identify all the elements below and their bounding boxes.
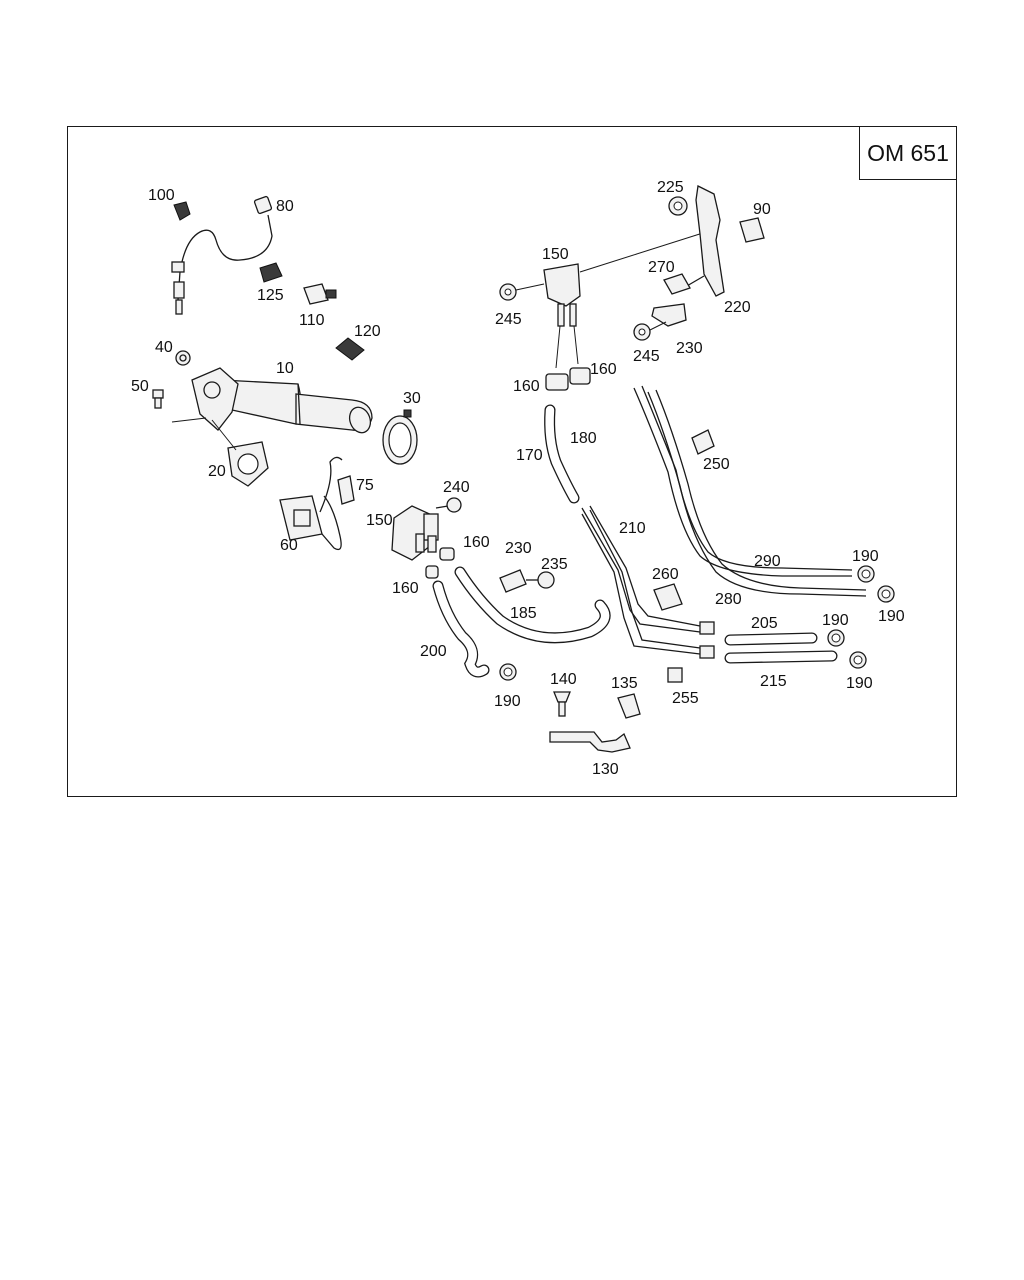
seal-ring-30 (382, 409, 418, 465)
label-190-bottom: 190 (494, 693, 521, 710)
hose-205 (724, 632, 818, 646)
nut-245-right (633, 321, 667, 341)
label-150-lower: 150 (366, 512, 393, 529)
label-50: 50 (131, 378, 149, 395)
label-225: 225 (657, 179, 684, 196)
label-190-c: 190 (822, 612, 849, 629)
hose-200 (432, 580, 490, 678)
label-160-upper-left: 160 (513, 378, 540, 395)
label-250: 250 (703, 456, 730, 473)
pipe-280-290 (633, 385, 867, 597)
label-200: 200 (420, 643, 447, 660)
label-190-a: 190 (852, 548, 879, 565)
label-235: 235 (541, 556, 568, 573)
hose-170-180 (544, 404, 580, 504)
label-100: 100 (148, 187, 175, 204)
label-135: 135 (611, 675, 638, 692)
label-90: 90 (753, 201, 771, 218)
label-205: 205 (751, 615, 778, 632)
label-245-right: 245 (633, 348, 660, 365)
label-10: 10 (276, 360, 294, 377)
bolt-140 (553, 691, 571, 717)
nut-40 (175, 350, 191, 366)
clip-125 (259, 262, 283, 283)
label-190-b: 190 (878, 608, 905, 625)
label-80: 80 (276, 198, 294, 215)
clamp-190-b (877, 585, 895, 603)
clip-270 (663, 273, 691, 295)
pipe-210 (581, 505, 715, 659)
clip-160-upper (545, 325, 591, 391)
clamp-190-c (827, 629, 845, 647)
label-270: 270 (648, 259, 675, 276)
bracket-230-upper (651, 303, 687, 327)
label-280: 280 (715, 591, 742, 608)
sensor-135 (617, 693, 641, 719)
label-30: 30 (403, 390, 421, 407)
label-220: 220 (724, 299, 751, 316)
label-230-upper: 230 (676, 340, 703, 357)
clip-90 (739, 217, 765, 243)
bolt-240 (435, 497, 462, 513)
label-75: 75 (356, 477, 374, 494)
clamp-190-e (499, 663, 517, 681)
label-245-upper: 245 (495, 311, 522, 328)
clip-250 (691, 429, 715, 455)
clip-160-center (425, 547, 455, 579)
label-255: 255 (672, 690, 699, 707)
bolt-50 (152, 389, 164, 409)
label-170: 170 (516, 447, 543, 464)
label-40: 40 (155, 339, 173, 356)
nut-225 (668, 196, 688, 216)
sensor-110 (303, 283, 337, 305)
hose-215 (724, 650, 838, 664)
label-215: 215 (760, 673, 787, 690)
diagram-frame: OM 651 (67, 126, 957, 797)
label-240: 240 (443, 479, 470, 496)
label-230-center: 230 (505, 540, 532, 557)
label-120: 120 (354, 323, 381, 340)
label-20: 20 (208, 463, 226, 480)
label-110: 110 (299, 312, 325, 329)
bracket-230-center (499, 569, 555, 593)
nut-245-upper (499, 283, 545, 301)
clip-260 (653, 583, 683, 611)
engine-model-box: OM 651 (859, 126, 957, 180)
label-125: 125 (257, 287, 284, 304)
label-150-upper: 150 (542, 246, 569, 263)
clip-255 (667, 667, 683, 683)
sensor-60 (279, 456, 343, 551)
bracket-130 (549, 731, 631, 753)
clamp-190-a (857, 565, 875, 583)
clamp-190-d (849, 651, 867, 669)
pressure-sensor-150-lower (391, 505, 439, 561)
clip-75 (337, 475, 355, 505)
label-60: 60 (280, 537, 298, 554)
label-130: 130 (592, 761, 619, 778)
label-160-upper-right: 160 (590, 361, 617, 378)
gasket-20 (227, 441, 269, 487)
label-160-left: 160 (392, 580, 419, 597)
label-160-center: 160 (463, 534, 490, 551)
label-140: 140 (550, 671, 577, 688)
label-185: 185 (510, 605, 537, 622)
clip-100 (173, 201, 191, 221)
hose-185 (454, 566, 611, 644)
label-190-d: 190 (846, 675, 873, 692)
bracket-120 (335, 337, 365, 361)
pressure-sensor-150-upper (543, 231, 707, 327)
label-210: 210 (619, 520, 646, 537)
label-180: 180 (570, 430, 597, 447)
label-290: 290 (754, 553, 781, 570)
label-260: 260 (652, 566, 679, 583)
oxygen-sensor-80 (171, 195, 273, 315)
catalytic-converter-10 (191, 367, 373, 434)
